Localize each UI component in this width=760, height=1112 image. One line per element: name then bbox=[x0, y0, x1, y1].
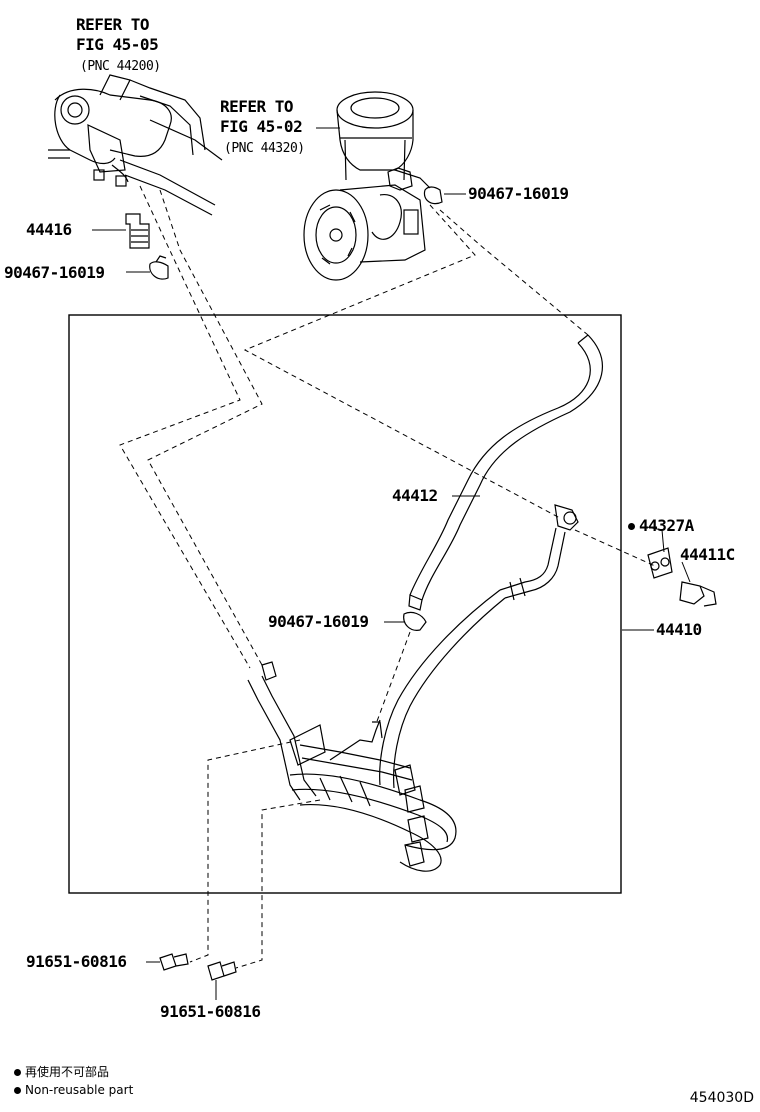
non-reusable-marker bbox=[628, 523, 635, 530]
pump-sketch bbox=[303, 91, 431, 281]
legend-text-en: Non-reusable part bbox=[25, 1083, 134, 1097]
part-clamp-top-right[interactable]: 90467-16019 bbox=[468, 184, 569, 203]
clamp-right-shape bbox=[423, 186, 443, 205]
part-bolt-2[interactable]: 91651-60816 bbox=[160, 1002, 261, 1021]
part-44416[interactable]: 44416 bbox=[26, 220, 72, 239]
part-44411C[interactable]: 44411C bbox=[680, 545, 735, 564]
clamp-mid-shape bbox=[403, 611, 427, 631]
cooler-44410-shape bbox=[247, 504, 579, 872]
figure-id: 454030D bbox=[689, 1090, 754, 1106]
assembly-frame bbox=[68, 314, 622, 894]
steering-gear-sketch bbox=[48, 74, 223, 216]
clamp-left-shape bbox=[149, 255, 169, 280]
ref1-line1: REFER TO bbox=[76, 15, 150, 34]
ref1-line2: FIG 45-05 bbox=[76, 35, 159, 54]
bolt-44411C-shape bbox=[679, 581, 717, 607]
legend-dot-en bbox=[14, 1087, 21, 1094]
ref2-line2: FIG 45-02 bbox=[220, 117, 303, 136]
ref1-pnc: (PNC 44200) bbox=[80, 59, 161, 74]
legend-line-en: Non-reusable part bbox=[14, 1082, 133, 1098]
legend-dot-jp bbox=[14, 1069, 21, 1076]
part-44327A-text: 44327A bbox=[639, 516, 694, 535]
part-44327A[interactable]: 44327A bbox=[628, 517, 694, 535]
leader-lines bbox=[92, 127, 691, 1000]
hose-44412-shape bbox=[408, 334, 603, 611]
part-bolt-1[interactable]: 91651-60816 bbox=[26, 952, 127, 971]
part-clamp-top-left[interactable]: 90467-16019 bbox=[4, 263, 105, 282]
part-44410[interactable]: 44410 bbox=[656, 620, 702, 639]
dashed-lines bbox=[119, 185, 656, 969]
part-clamp-mid[interactable]: 90467-16019 bbox=[268, 612, 369, 631]
union-44416-shape bbox=[125, 213, 150, 249]
legend-line-jp: 再使用不可部品 bbox=[14, 1064, 109, 1080]
ref2-pnc: (PNC 44320) bbox=[224, 141, 305, 156]
bolt-bottom-2-shape bbox=[207, 961, 237, 981]
ref2-line1: REFER TO bbox=[220, 97, 294, 116]
legend-text-jp: 再使用不可部品 bbox=[25, 1065, 110, 1079]
washer-44327A-shape bbox=[647, 547, 673, 579]
bolt-bottom-1-shape bbox=[159, 953, 189, 971]
part-44412[interactable]: 44412 bbox=[392, 486, 438, 505]
